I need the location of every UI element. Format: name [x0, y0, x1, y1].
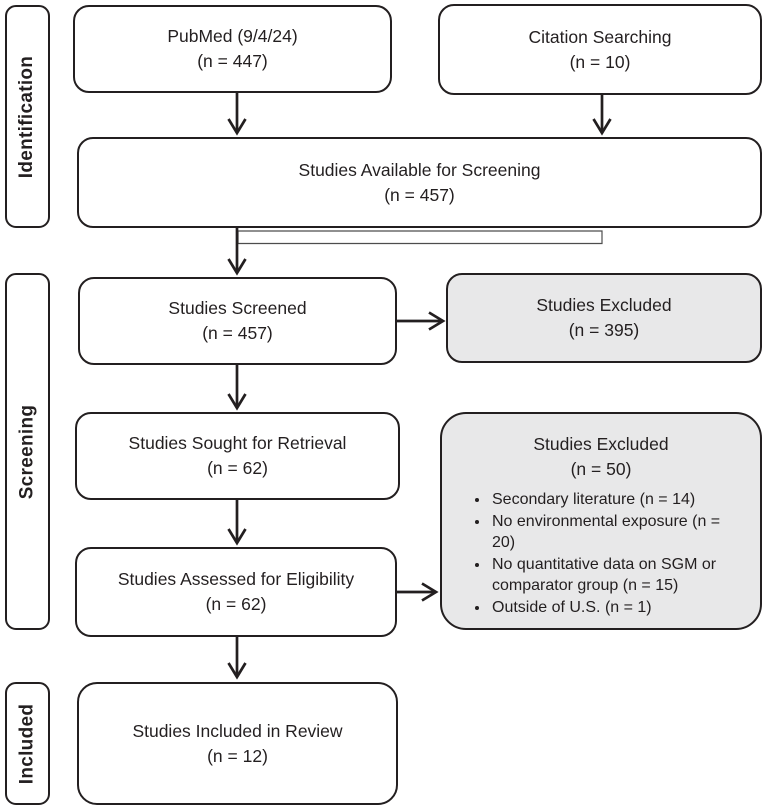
- box-studies-sought: Studies Sought for Retrieval (n = 62): [75, 412, 400, 500]
- box-included-count: (n = 12): [207, 745, 268, 766]
- exclusion-reason-item: No quantitative data on SGM or comparato…: [490, 554, 746, 596]
- box-screened-count: (n = 457): [202, 323, 273, 343]
- stage-label-screening: Screening: [16, 404, 38, 499]
- box-excluded-eligibility: Studies Excluded (n = 50) Secondary lite…: [440, 412, 762, 630]
- arrow-available-to-screened: [227, 228, 247, 276]
- exclusion-reason-item: Outside of U.S. (n = 1): [490, 597, 746, 618]
- box-studies-available: Studies Available for Screening (n = 457…: [77, 137, 762, 228]
- box-pubmed-label: PubMed (9/4/24): [167, 26, 298, 46]
- arrow-citation-to-available: [592, 95, 612, 136]
- box-studies-included: Studies Included in Review (n = 12): [77, 682, 398, 805]
- box-excluded-screening: Studies Excluded (n = 395): [446, 273, 762, 363]
- box-available-label: Studies Available for Screening: [298, 159, 541, 180]
- exclusion-reason-list: Secondary literature (n = 14) No environ…: [442, 489, 760, 619]
- arrow-assessed-to-excluded: [397, 582, 439, 602]
- box-assessed-label: Studies Assessed for Eligibility: [117, 569, 355, 589]
- arrow-pubmed-to-available: [227, 93, 247, 136]
- arrow-screened-to-excluded: [397, 311, 446, 331]
- stage-label-included: Included: [16, 703, 38, 784]
- box-included-label: Studies Included in Review: [132, 720, 343, 741]
- stage-rail-screening: Screening: [5, 273, 50, 630]
- exclusion-reason-item: Secondary literature (n = 14): [490, 489, 746, 510]
- stage-rail-included: Included: [5, 682, 50, 805]
- box-assessed-count: (n = 62): [205, 594, 267, 614]
- box-pubmed-source: PubMed (9/4/24) (n = 447): [73, 5, 392, 93]
- merge-connector-line: [237, 230, 603, 245]
- box-excluded-eligibility-label: Studies Excluded: [533, 434, 669, 454]
- box-excluded-eligibility-count: (n = 50): [570, 459, 632, 479]
- box-sought-count: (n = 62): [207, 458, 268, 478]
- box-screened-label: Studies Screened: [168, 298, 307, 318]
- arrow-assessed-to-included: [227, 637, 247, 680]
- arrow-screened-to-sought: [227, 365, 247, 411]
- arrow-sought-to-assessed: [227, 500, 247, 546]
- box-studies-assessed: Studies Assessed for Eligibility (n = 62…: [75, 547, 397, 637]
- box-sought-label: Studies Sought for Retrieval: [128, 433, 347, 453]
- box-citation-label: Citation Searching: [528, 26, 672, 47]
- exclusion-reason-item: No environmental exposure (n = 20): [490, 511, 746, 553]
- box-citation-count: (n = 10): [569, 51, 631, 72]
- box-studies-screened: Studies Screened (n = 457): [78, 277, 397, 365]
- box-citation-source: Citation Searching (n = 10): [438, 4, 762, 95]
- box-available-count: (n = 457): [384, 184, 455, 205]
- box-excluded-screening-count: (n = 395): [568, 320, 640, 340]
- box-excluded-screening-label: Studies Excluded: [536, 295, 672, 315]
- stage-rail-identification: Identification: [5, 5, 50, 228]
- box-pubmed-count: (n = 447): [197, 51, 268, 71]
- stage-label-identification: Identification: [16, 55, 38, 178]
